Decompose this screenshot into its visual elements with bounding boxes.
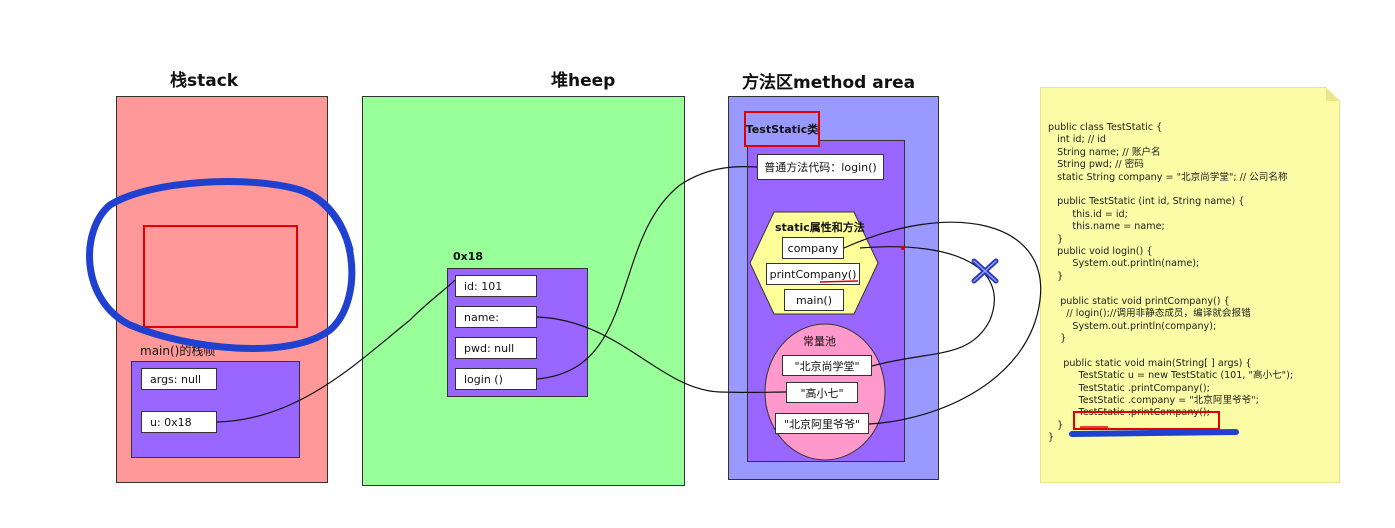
ref-name-to-pool xyxy=(536,316,787,394)
note-folded-corner xyxy=(1326,87,1342,103)
code-line: static String company = "北京尚学堂"; // 公司名称 xyxy=(1048,171,1288,183)
code-line: System.out.println(name); xyxy=(1048,258,1200,270)
pool-item-name: "高小七" xyxy=(786,382,858,403)
code-line: } xyxy=(1048,419,1064,431)
highlight-print-call xyxy=(1073,411,1220,430)
code-line: } xyxy=(1048,270,1064,282)
stack-title: 栈stack xyxy=(170,71,239,91)
code-line: } xyxy=(1048,233,1064,245)
static-main: main() xyxy=(784,289,844,311)
code-line: TestStatic u = new TestStatic (101, "高小七… xyxy=(1048,370,1294,382)
code-line: public class TestStatic { xyxy=(1048,122,1163,133)
class-label: TestStatic类 xyxy=(745,123,819,136)
code-line: this.id = id; xyxy=(1048,208,1128,220)
ref-login-to-method xyxy=(536,165,758,380)
args-variable: args: null xyxy=(141,368,217,390)
ref-printcompany-loop xyxy=(859,246,995,367)
main-frame-label: main()的栈帧 xyxy=(140,344,216,358)
pool-item-school: "北京尚学堂" xyxy=(782,355,872,376)
code-line: this.name = name; xyxy=(1048,221,1165,233)
code-line: int id; // id xyxy=(1048,134,1107,146)
class-label-box: TestStatic类 xyxy=(744,111,820,147)
code-line: String pwd; // 密码 xyxy=(1048,159,1144,171)
code-line: public TestStatic (int id, String name) … xyxy=(1048,196,1245,208)
field-name: name: xyxy=(455,306,537,328)
field-id: id: 101 xyxy=(455,275,537,297)
code-line: public void login() { xyxy=(1048,246,1153,258)
method-area-title: 方法区method area xyxy=(742,73,916,93)
code-line: TestStatic .printCompany(); xyxy=(1048,382,1210,394)
object-address: 0x18 xyxy=(453,250,484,263)
field-login: login () xyxy=(455,368,537,390)
empty-stack-frame xyxy=(143,225,298,328)
static-label: static属性和方法 xyxy=(775,221,865,234)
constant-pool-label: 常量池 xyxy=(803,335,836,348)
field-pwd: pwd: null xyxy=(455,337,537,359)
static-printcompany: printCompany() xyxy=(766,263,860,285)
red-underline-printcompany xyxy=(819,280,859,283)
code-line: System.out.println(company); xyxy=(1048,320,1217,332)
code-line: // login();//调用非静态成员，编译就会报错 xyxy=(1048,308,1251,320)
code-line: public static void printCompany() { xyxy=(1048,295,1230,307)
heap-title: 堆heep xyxy=(551,71,616,91)
ref-company-to-pool xyxy=(843,221,1042,425)
blue-underline-annotation xyxy=(1069,429,1239,437)
pool-item-company: "北京阿里爷爷" xyxy=(775,413,869,434)
cross-mark-icon xyxy=(971,258,999,284)
u-variable: u: 0x18 xyxy=(141,411,217,433)
code-line: } xyxy=(1048,432,1055,444)
ref-u-to-object xyxy=(216,279,456,423)
code-line: String name; // 账户名 xyxy=(1048,146,1161,158)
code-note: public class TestStatic { int id; // id … xyxy=(1040,87,1340,483)
static-company: company xyxy=(782,237,844,259)
blue-circle-annotation xyxy=(86,178,356,352)
code-listing: public class TestStatic { int id; // id … xyxy=(1048,122,1293,445)
code-line: public static void main(String[ ] args) … xyxy=(1048,357,1252,369)
connector-dot xyxy=(901,246,905,250)
code-line: TestStatic .company = "北京阿里爷爷"; xyxy=(1048,394,1259,406)
code-line: } xyxy=(1048,332,1067,344)
normal-method-code: 普通方法代码：login() xyxy=(757,154,884,180)
